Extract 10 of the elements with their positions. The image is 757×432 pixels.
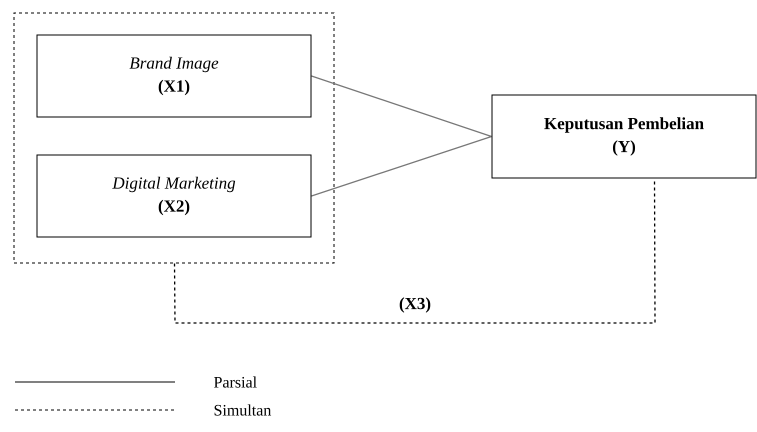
connector-line	[311, 75, 492, 138]
variable-box: Digital Marketing (X2)	[36, 154, 312, 238]
legend-text: Simultan	[214, 404, 272, 416]
connector-line	[311, 136, 492, 197]
connector-line	[174, 178, 656, 324]
legend-text: Parsial	[214, 376, 257, 388]
variable-box: Brand Image (X1)	[36, 34, 312, 118]
variable-box: Keputusan Pembelian (Y)	[492, 94, 756, 178]
group-box	[14, 12, 334, 264]
edge-label: (X3)	[400, 297, 430, 313]
